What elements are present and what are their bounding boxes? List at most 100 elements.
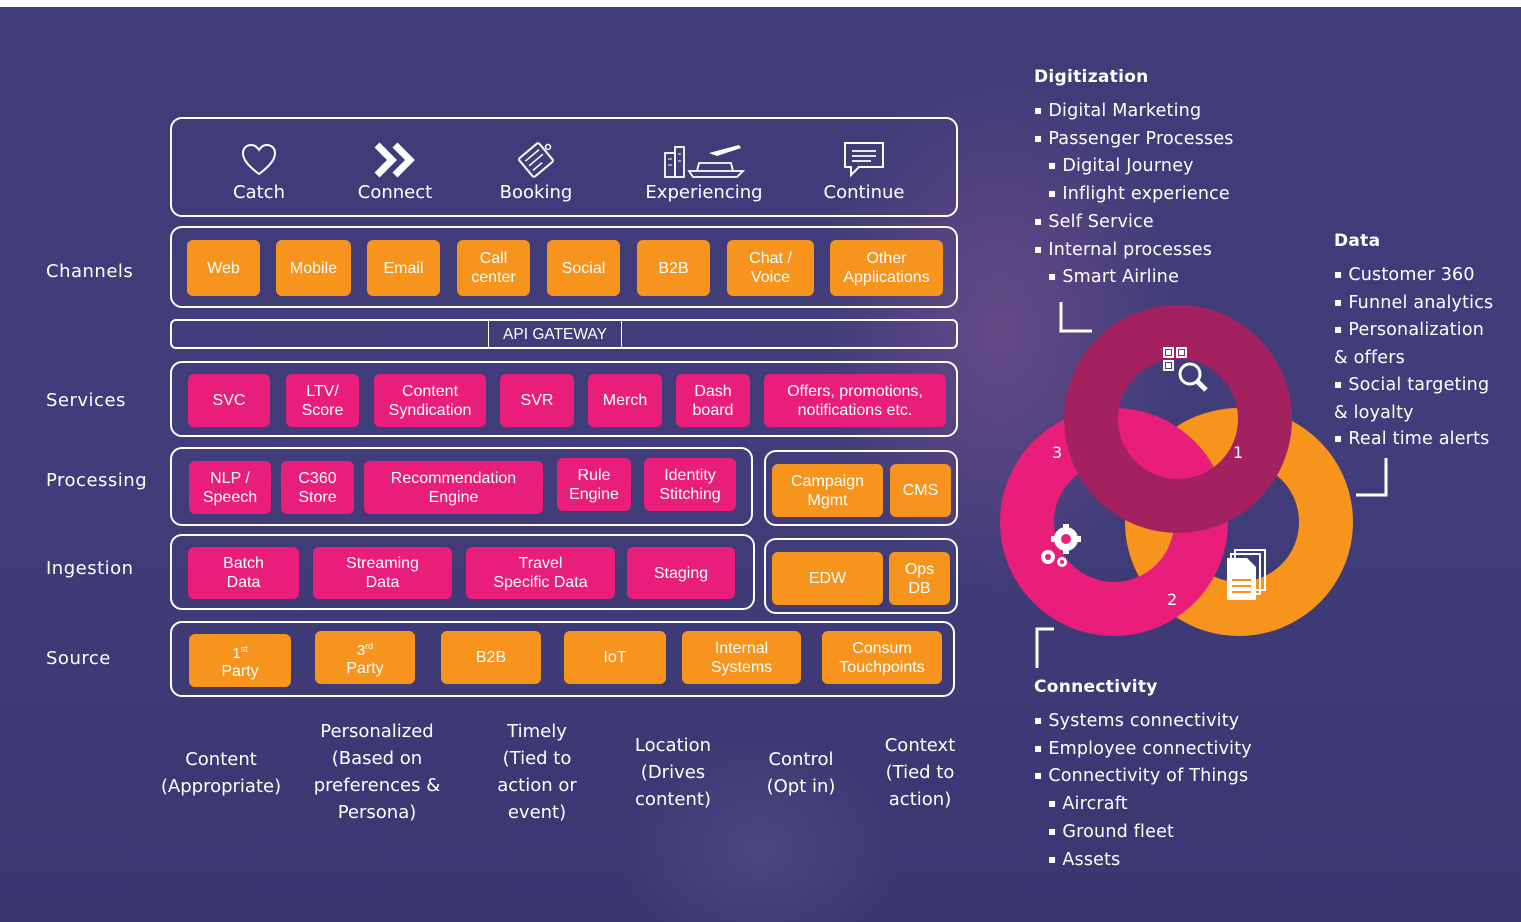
source-third-party-word: Party bbox=[346, 659, 384, 677]
processing-recommendation-engine: Recommendation Engine bbox=[364, 461, 543, 514]
processing-cms: CMS bbox=[890, 464, 951, 517]
stage-booking: Booking bbox=[471, 140, 601, 203]
source-first-party-word: Party bbox=[221, 662, 259, 680]
stage-label: Booking bbox=[499, 182, 573, 203]
api-gateway-label: API GATEWAY bbox=[488, 320, 622, 348]
connectivity-subitem: Assets bbox=[1034, 847, 1294, 875]
connectivity-item: Connectivity of Things bbox=[1034, 763, 1294, 791]
channel-email: Email bbox=[367, 240, 440, 296]
principle-content: Content (Appropriate) bbox=[160, 749, 282, 797]
source-third-party-suffix: rd bbox=[365, 640, 374, 651]
venn-diagram bbox=[1000, 305, 1353, 636]
processing-identity-stitching: Identity Stitching bbox=[644, 458, 736, 511]
source-first-party: 1st Party bbox=[189, 634, 291, 687]
data-item: Customer 360 bbox=[1334, 262, 1519, 290]
source-first-party-number: 1 bbox=[232, 644, 241, 662]
digitization-item: Internal processes bbox=[1034, 237, 1274, 265]
channel-call-center: Call center bbox=[457, 240, 530, 296]
digitization-subitem: Digital Journey bbox=[1034, 153, 1274, 181]
data-title: Data bbox=[1334, 231, 1381, 251]
gears-icon bbox=[1041, 524, 1081, 567]
stage-label: Connect bbox=[357, 182, 433, 203]
bracket-data bbox=[1356, 458, 1388, 497]
service-content-syndication: Content Syndication bbox=[374, 374, 486, 427]
stage-label: Continue bbox=[823, 182, 905, 203]
row-label-channels: Channels bbox=[46, 261, 134, 282]
stage-experiencing: Experiencing bbox=[639, 140, 769, 203]
venn-ring-digitization bbox=[1064, 305, 1292, 533]
digitization-item: Digital Marketing bbox=[1034, 98, 1274, 126]
source-first-party-suffix: st bbox=[240, 643, 248, 654]
channel-chat-voice: Chat / Voice bbox=[727, 240, 814, 296]
connectivity-item: Systems connectivity bbox=[1034, 708, 1294, 736]
ingestion-streaming-data: Streaming Data bbox=[313, 547, 452, 599]
service-dashboard: Dash board bbox=[676, 374, 750, 427]
data-item: Social targeting & loyalty bbox=[1334, 372, 1519, 426]
service-ltv-score: LTV/ Score bbox=[286, 374, 359, 427]
heart-icon bbox=[241, 143, 277, 176]
stage-continue: Continue bbox=[799, 140, 929, 203]
venn-label-1: 1 bbox=[1233, 443, 1244, 462]
ingestion-edw: EDW bbox=[772, 552, 883, 605]
processing-frame bbox=[170, 447, 753, 526]
channels-frame bbox=[170, 226, 958, 308]
connectivity-list: Systems connectivity Employee connectivi… bbox=[1034, 708, 1294, 874]
ingestion-ops-db: Ops DB bbox=[889, 552, 950, 605]
row-label-processing: Processing bbox=[46, 470, 148, 491]
venn-label-2: 2 bbox=[1167, 590, 1178, 609]
ingestion-side-frame bbox=[764, 538, 958, 614]
principle-context: Context (Tied to action) bbox=[884, 735, 956, 810]
source-iot: IoT bbox=[564, 631, 666, 684]
stage-label: Catch bbox=[233, 182, 285, 203]
source-third-party: 3rd Party bbox=[315, 631, 415, 684]
stage-label: Experiencing bbox=[645, 182, 763, 203]
connectivity-item: Employee connectivity bbox=[1034, 736, 1294, 764]
data-item: Funnel analytics bbox=[1334, 290, 1519, 318]
digitization-title: Digitization bbox=[1034, 67, 1149, 87]
digitization-item: Self Service bbox=[1034, 209, 1274, 237]
service-svc: SVC bbox=[188, 374, 270, 427]
service-offers: Offers, promotions, notifications etc. bbox=[764, 374, 946, 427]
row-label-services: Services bbox=[46, 390, 126, 411]
top-strip bbox=[0, 0, 1521, 7]
chat-icon bbox=[844, 142, 884, 178]
venn-ring-connectivity bbox=[1000, 408, 1228, 636]
channel-web: Web bbox=[187, 240, 260, 296]
service-svr: SVR bbox=[500, 374, 574, 427]
bracket-digitization bbox=[1059, 302, 1092, 333]
source-frame bbox=[170, 621, 955, 697]
row-label-source: Source bbox=[46, 648, 111, 669]
processing-campaign-mgmt: Campaign Mgmt bbox=[772, 464, 883, 517]
bracket-connectivity bbox=[1035, 627, 1054, 668]
connectivity-subitem: Ground fleet bbox=[1034, 819, 1294, 847]
processing-side-frame bbox=[764, 450, 958, 526]
principle-timely: Timely (Tied to action or event) bbox=[497, 721, 577, 823]
qr-search-icon bbox=[1163, 347, 1208, 392]
source-b2b: B2B bbox=[441, 631, 541, 684]
document-icon bbox=[1227, 549, 1266, 600]
ingestion-staging: Staging bbox=[627, 547, 735, 599]
data-list: Customer 360 Funnel analytics Personaliz… bbox=[1334, 262, 1519, 454]
connectivity-subitem: Aircraft bbox=[1034, 791, 1294, 819]
principle-personalized: Personalized (Based on preferences & Per… bbox=[313, 721, 441, 823]
venn-label-3: 3 bbox=[1052, 443, 1063, 462]
data-item: Personalization & offers bbox=[1334, 317, 1519, 371]
principle-location: Location (Drives content) bbox=[634, 735, 712, 810]
ingestion-frame bbox=[170, 534, 755, 610]
source-consumer-touchpoints: Consum Touchpoints bbox=[822, 631, 942, 684]
api-gateway-frame bbox=[170, 319, 958, 349]
stage-connect: Connect bbox=[330, 140, 460, 203]
processing-c360-store: C360 Store bbox=[281, 461, 354, 514]
stage-catch: Catch bbox=[194, 140, 324, 203]
digitization-item: Passenger Processes bbox=[1034, 126, 1274, 154]
channel-mobile: Mobile bbox=[276, 240, 351, 296]
principle-control: Control (Opt in) bbox=[766, 749, 836, 797]
ingestion-batch-data: Batch Data bbox=[188, 547, 299, 599]
processing-nlp-speech: NLP / Speech bbox=[189, 461, 271, 514]
connectivity-title: Connectivity bbox=[1034, 677, 1158, 697]
channel-other-applications: Other Applications bbox=[830, 240, 943, 296]
digitization-list: Digital Marketing Passenger Processes Di… bbox=[1034, 98, 1274, 292]
ticket-icon bbox=[518, 142, 554, 178]
source-internal-systems: Internal Systems bbox=[682, 631, 801, 684]
digitization-subitem: Inflight experience bbox=[1034, 181, 1274, 209]
